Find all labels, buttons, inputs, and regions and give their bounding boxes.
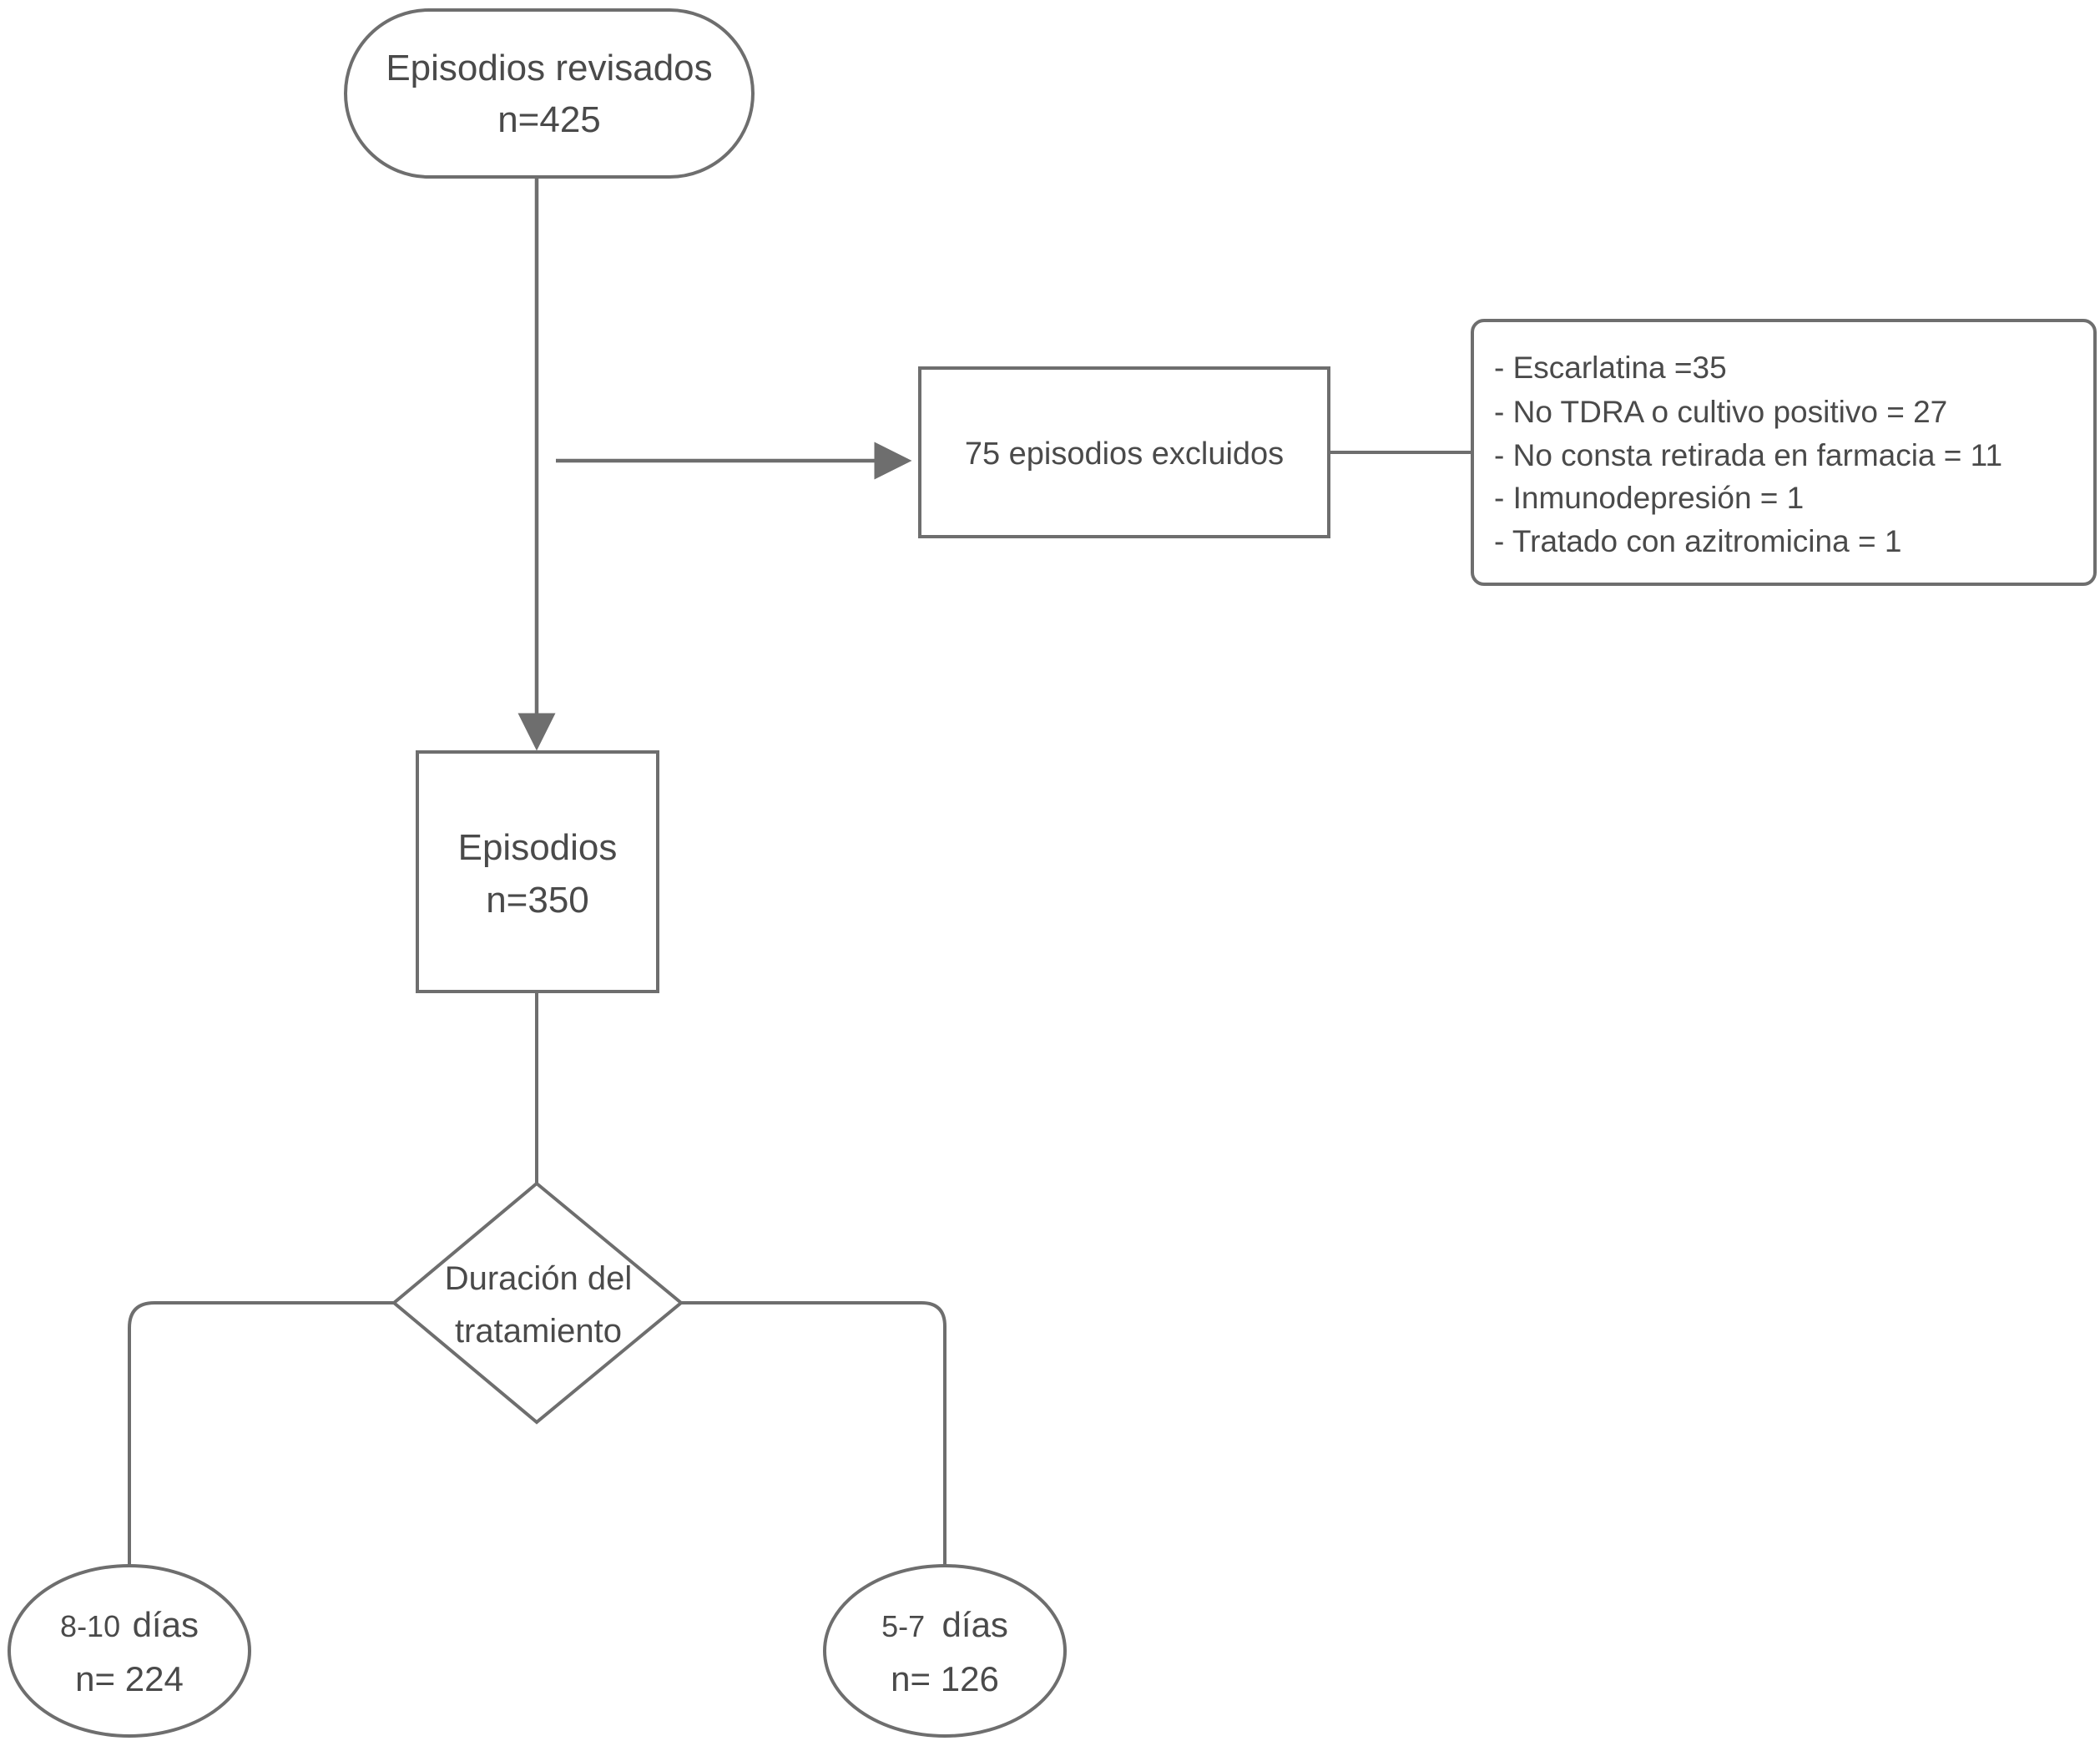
outcome-right-node: 5-7 días n= 126 [823,1564,1067,1738]
included-node-title: Episodios [458,827,618,868]
start-node-count: n=425 [497,99,601,140]
outcome-right-range: 5-7 [881,1609,925,1643]
decision-node-line2: tratamiento [455,1313,622,1350]
reason-item: - Inmunodepresión = 1 [1494,481,1804,515]
connector-decision-to-left [128,1301,394,1566]
reason-item: - Escarlatina =35 [1494,351,1727,385]
decision-node: Duración del tratamiento [391,1181,684,1425]
start-node: Episodios revisados n=425 [344,8,755,179]
decision-node-line1: Duración del [445,1260,633,1297]
reason-item: - No TDRA o cultivo positivo = 27 [1494,395,1947,429]
outcome-right-unit: días [942,1605,1008,1644]
outcome-left-unit: días [133,1605,199,1644]
reason-item: - Tratado con azitromicina = 1 [1494,524,1901,558]
svg-text:5-7 días: 5-7 días [881,1605,1008,1644]
exclusion-reasons-box: - Escarlatina =35 - No TDRA o cultivo po… [1471,319,2097,586]
included-node-count: n=350 [486,880,589,921]
reason-item: - No consta retirada en farmacia = 11 [1494,438,2002,472]
excluded-node-label: 75 episodios excluidos [965,437,1284,472]
outcome-left-range: 8-10 [60,1609,120,1643]
connector-decision-to-right [681,1301,947,1566]
outcome-right-count: n= 126 [891,1659,999,1698]
start-node-title: Episodios revisados [386,48,712,88]
included-node: Episodios n=350 [416,750,659,993]
svg-text:8-10 días: 8-10 días [60,1605,199,1644]
outcome-left-node: 8-10 días n= 224 [8,1564,251,1738]
excluded-node: 75 episodios excluidos [918,366,1330,538]
outcome-left-count: n= 224 [75,1659,184,1698]
